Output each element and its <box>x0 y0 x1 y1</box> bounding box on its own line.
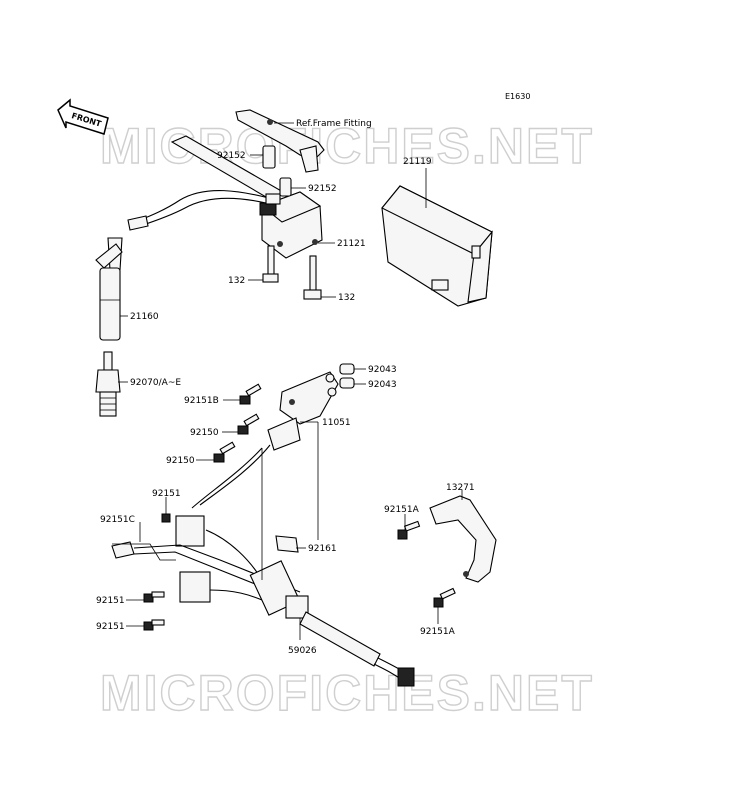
screw-92151A-top <box>397 520 421 540</box>
ignition-coil <box>127 135 323 259</box>
label-59026: 59026 <box>288 646 317 656</box>
label-92151-low: 92151 <box>96 622 125 632</box>
label-13271: 13271 <box>446 483 475 493</box>
label-92151: 92151 <box>152 489 181 499</box>
label-92161: 92161 <box>308 544 337 554</box>
label-92152-mid: 92152 <box>308 184 337 194</box>
label-92151A-low: 92151A <box>420 627 456 637</box>
spark-plug-cap <box>95 237 123 341</box>
bolt-132-right <box>303 255 322 300</box>
label-21121: 21121 <box>337 239 366 249</box>
cap-92043-b <box>339 377 355 389</box>
screw-92150-b <box>213 441 236 463</box>
spark-plug <box>95 351 121 417</box>
pad-92161 <box>275 535 299 553</box>
bracket-13271 <box>429 495 497 583</box>
label-92070: 92070/A~E <box>130 378 181 388</box>
label-92043-a: 92043 <box>368 365 397 375</box>
diagram-code: E1630 <box>505 92 530 101</box>
switch-assembly <box>191 371 339 509</box>
collar-92152-top <box>262 145 276 169</box>
label-92152-top: 92152 <box>217 151 246 161</box>
label-21160: 21160 <box>130 312 159 322</box>
screw-92151B <box>239 383 262 405</box>
ref-frame-note: Ref.Frame Fitting <box>296 119 372 129</box>
label-92151-mid: 92151 <box>96 596 125 606</box>
screw-92151-mid <box>143 591 165 603</box>
cap-92043-a <box>339 363 355 375</box>
label-92151C: 92151C <box>100 515 135 525</box>
screw-92151A-low <box>433 587 456 608</box>
collar-92152-mid <box>279 177 292 197</box>
igniter-unit <box>381 185 493 307</box>
front-arrow-icon: FRONT <box>57 98 109 135</box>
label-92150-a: 92150 <box>190 428 219 438</box>
label-92043-b: 92043 <box>368 380 397 390</box>
watermark-bottom: MICROFICHES.NET <box>100 665 594 721</box>
label-92150-b: 92150 <box>166 456 195 466</box>
label-132-left: 132 <box>228 276 245 286</box>
screw-92151-low <box>143 619 165 631</box>
bolt-132-left <box>262 245 279 283</box>
label-21119: 21119 <box>403 157 432 167</box>
frame-bracket <box>235 109 325 173</box>
label-11051: 11051 <box>322 418 351 428</box>
label-92151B: 92151B <box>184 396 219 406</box>
wiring-harness <box>111 515 415 687</box>
screw-92150-a <box>237 413 260 435</box>
label-132-right: 132 <box>338 293 355 303</box>
label-92151A-top: 92151A <box>384 505 420 515</box>
screw-92151-top <box>161 513 171 523</box>
